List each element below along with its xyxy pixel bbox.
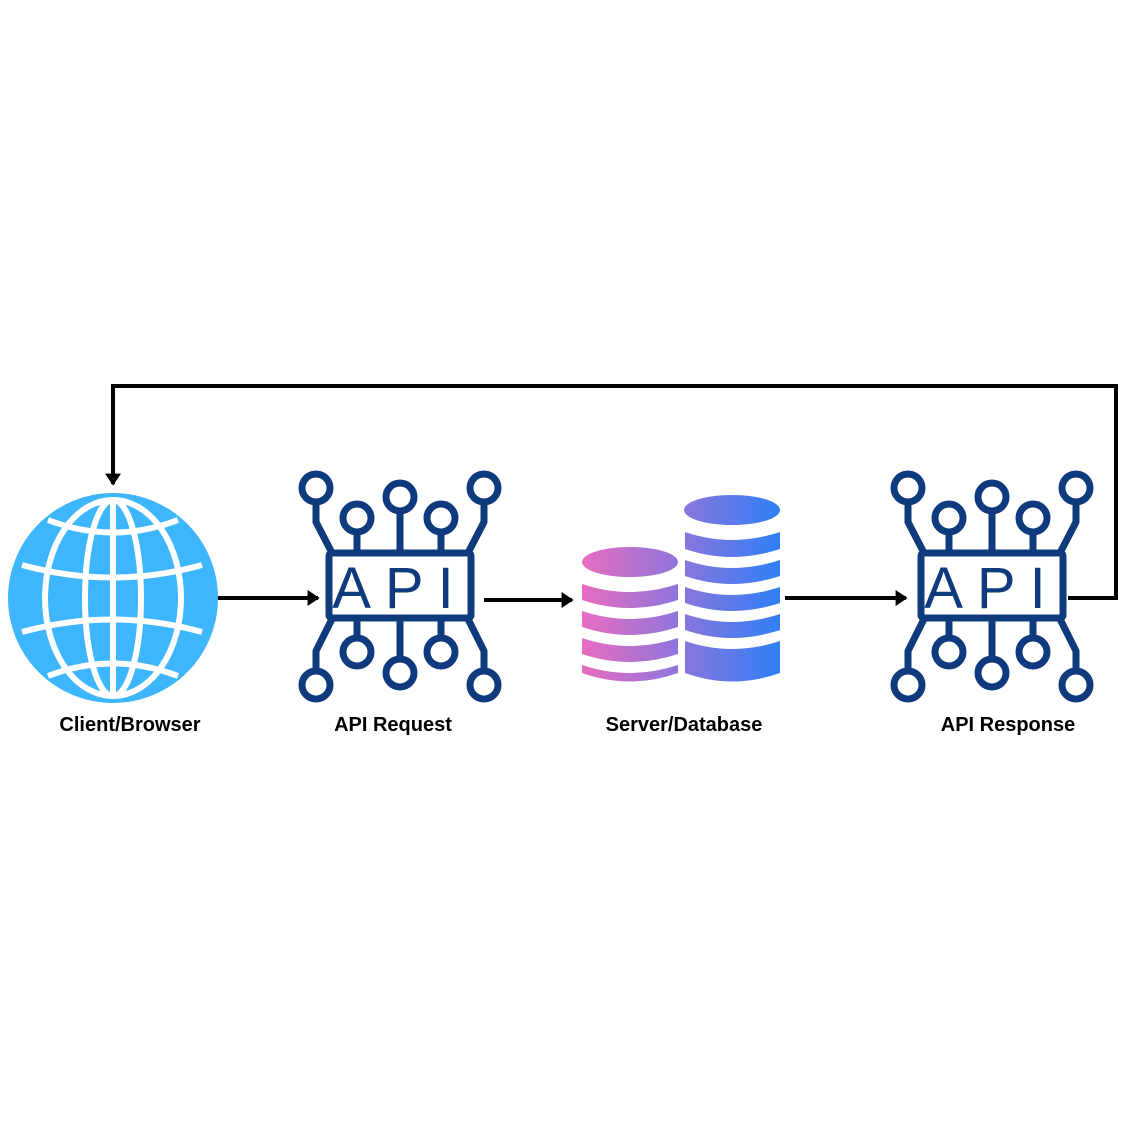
- chip-pin-icon: [466, 667, 502, 703]
- chip-pin-icon: [1015, 634, 1051, 670]
- chip-pin-icon: [382, 479, 418, 515]
- chip-text: API: [332, 556, 468, 621]
- globe-icon[interactable]: [8, 493, 218, 703]
- chip-pin-icon: [423, 634, 459, 670]
- api-response-chip-icon[interactable]: API: [890, 470, 1094, 703]
- chip-pin-icon: [298, 470, 334, 506]
- chip-text: API: [924, 556, 1060, 621]
- chip-pin-icon: [931, 634, 967, 670]
- database-icon[interactable]: [582, 495, 780, 682]
- client-browser-label: Client/Browser: [59, 714, 201, 736]
- chip-pin-icon: [931, 500, 967, 536]
- chip-pin-icon: [890, 667, 926, 703]
- chip-pin-icon: [1058, 470, 1094, 506]
- chip-pin-icon: [382, 655, 418, 691]
- chip-pin-icon: [890, 470, 926, 506]
- api-response-label: API Response: [940, 714, 1076, 736]
- chip-pin-icon: [1015, 500, 1051, 536]
- chip-pin-icon: [1058, 667, 1094, 703]
- chip-pin-icon: [298, 667, 334, 703]
- chip-pin-icon: [339, 500, 375, 536]
- api-request-label: API Request: [334, 714, 452, 736]
- chip-pin-icon: [974, 655, 1010, 691]
- chip-pin-icon: [339, 634, 375, 670]
- chip-pin-icon: [466, 470, 502, 506]
- api-request-chip-icon[interactable]: API: [298, 470, 502, 703]
- arrow-response-to-client: [105, 384, 1118, 600]
- server-database-label: Server/Database: [605, 714, 763, 736]
- chip-pin-icon: [974, 479, 1010, 515]
- chip-pin-icon: [423, 500, 459, 536]
